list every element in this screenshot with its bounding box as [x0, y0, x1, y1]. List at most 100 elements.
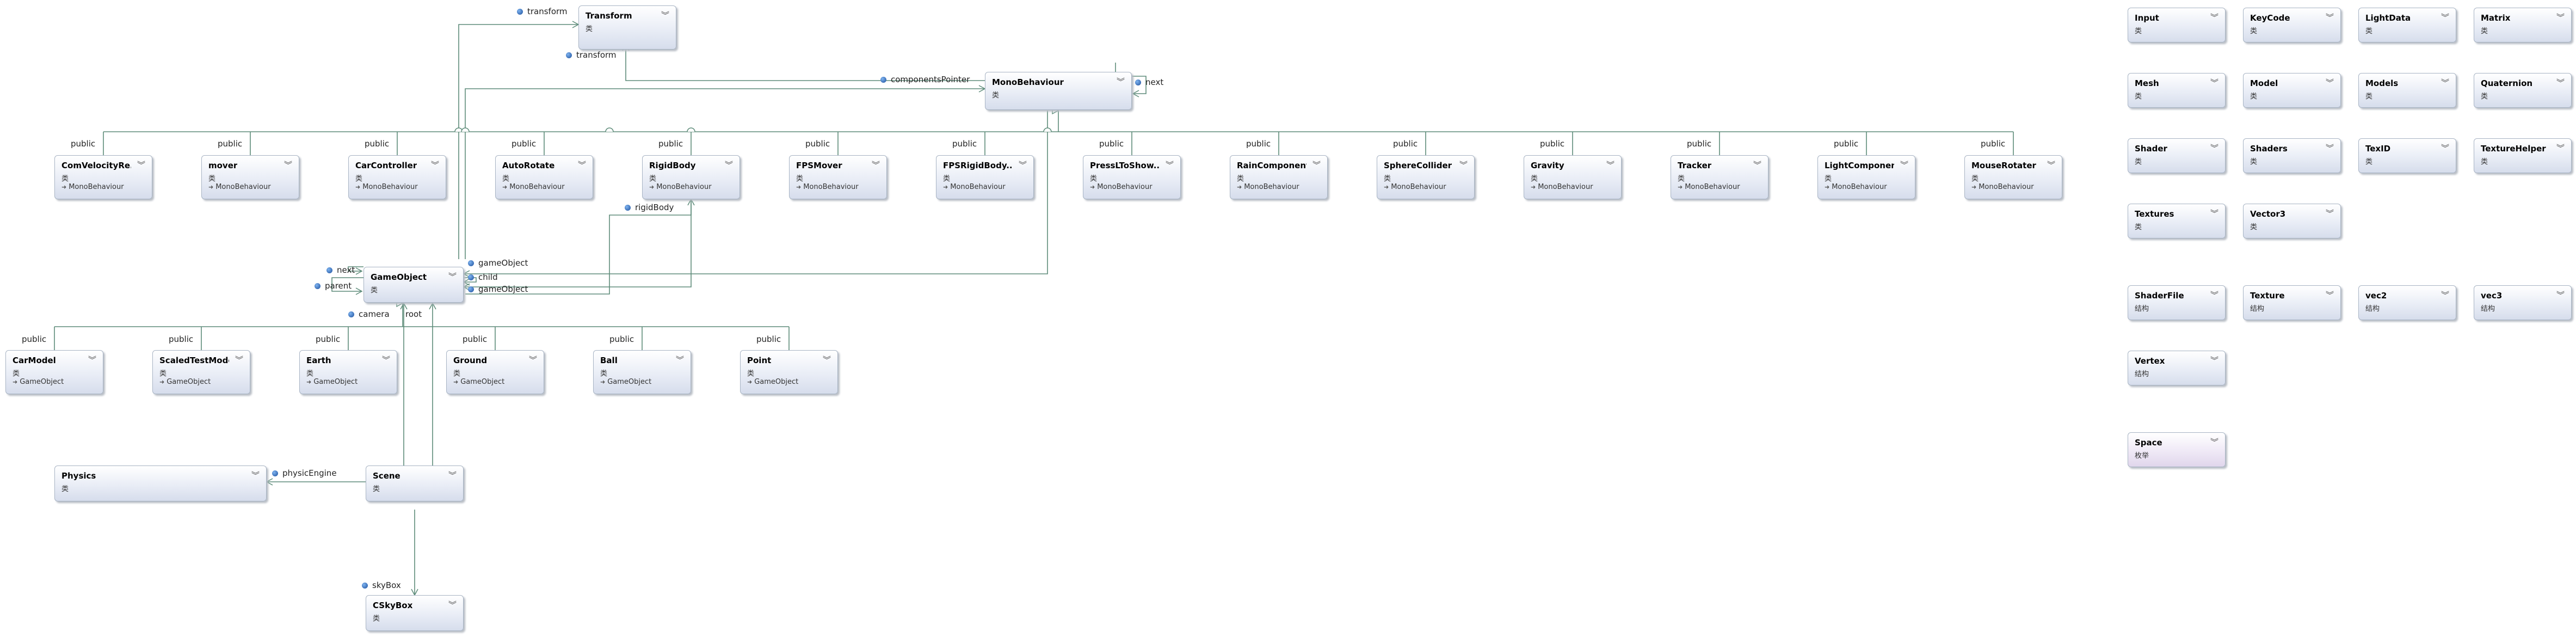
- chevron-double-down-icon[interactable]: ︾: [251, 470, 260, 480]
- label-text: transform: [527, 7, 568, 16]
- chevron-double-down-icon[interactable]: ︾: [2210, 143, 2218, 153]
- chevron-double-down-icon[interactable]: ︾: [2210, 356, 2218, 365]
- chevron-double-down-icon[interactable]: ︾: [448, 600, 457, 610]
- class-box-gameobject[interactable]: GameObject 类 ︾: [363, 267, 464, 303]
- chevron-double-down-icon[interactable]: ︾: [1116, 77, 1125, 87]
- chevron-double-down-icon[interactable]: ︾: [528, 355, 537, 365]
- chevron-double-down-icon[interactable]: ︾: [284, 160, 292, 170]
- chevron-double-down-icon[interactable]: ︾: [448, 470, 457, 480]
- chevron-double-down-icon[interactable]: ︾: [1753, 160, 1761, 170]
- class-box-cskybox[interactable]: CSkyBox 类 ︾: [366, 595, 464, 631]
- chevron-double-down-icon[interactable]: ︾: [137, 160, 145, 170]
- class-name: MouseRotater: [1971, 161, 2036, 170]
- chevron-double-down-icon[interactable]: ︾: [1018, 160, 1027, 170]
- chevron-double-down-icon[interactable]: ︾: [1900, 160, 1908, 170]
- chevron-double-down-icon[interactable]: ︾: [381, 355, 390, 365]
- chevron-double-down-icon[interactable]: ︾: [2325, 290, 2334, 300]
- class-box-physics[interactable]: Physics 类 ︾: [54, 465, 267, 501]
- chevron-double-down-icon[interactable]: ︾: [2325, 209, 2334, 218]
- class-box-fpsrigidbody[interactable]: FPSRigidBody...类➜MonoBehaviour︾: [936, 155, 1034, 199]
- class-name: LightData: [2365, 13, 2411, 23]
- chevron-double-down-icon[interactable]: ︾: [577, 160, 586, 170]
- class-box-monobehaviour[interactable]: MonoBehaviour 类 ︾: [985, 72, 1132, 110]
- chevron-double-down-icon[interactable]: ︾: [2210, 437, 2218, 447]
- chevron-double-down-icon[interactable]: ︾: [2325, 13, 2334, 22]
- chevron-double-down-icon[interactable]: ︾: [2210, 290, 2218, 300]
- chevron-double-down-icon[interactable]: ︾: [2047, 160, 2055, 170]
- chevron-double-down-icon[interactable]: ︾: [2556, 13, 2565, 22]
- chevron-double-down-icon[interactable]: ︾: [2441, 13, 2449, 22]
- chevron-double-down-icon[interactable]: ︾: [2210, 209, 2218, 218]
- label-text: child: [478, 272, 498, 282]
- chevron-double-down-icon[interactable]: ︾: [2556, 290, 2565, 300]
- chevron-double-down-icon[interactable]: ︾: [724, 160, 733, 170]
- chevron-double-down-icon[interactable]: ︾: [2210, 78, 2218, 88]
- class-stereotype: 类: [373, 615, 380, 623]
- chevron-double-down-icon[interactable]: ︾: [2210, 13, 2218, 22]
- class-box-comvelocityreporter[interactable]: ComVelocityRe...类➜MonoBehaviour︾: [54, 155, 152, 199]
- chevron-double-down-icon[interactable]: ︾: [2441, 290, 2449, 300]
- class-stereotype: 类: [649, 175, 657, 183]
- chevron-double-down-icon[interactable]: ︾: [1606, 160, 1614, 170]
- class-box-scene[interactable]: Scene 类 ︾: [366, 465, 464, 501]
- chevron-double-down-icon[interactable]: ︾: [2556, 143, 2565, 153]
- chevron-double-down-icon[interactable]: ︾: [1459, 160, 1468, 170]
- chevron-double-down-icon[interactable]: ︾: [2441, 78, 2449, 88]
- chevron-double-down-icon[interactable]: ︾: [1312, 160, 1321, 170]
- inherit-arrow-icon: ➜: [453, 378, 459, 385]
- chevron-double-down-icon[interactable]: ︾: [430, 160, 439, 170]
- chevron-double-down-icon[interactable]: ︾: [2441, 143, 2449, 153]
- chevron-double-down-icon[interactable]: ︾: [235, 355, 243, 365]
- chevron-double-down-icon[interactable]: ︾: [2325, 78, 2334, 88]
- base-class: ➜MonoBehaviour: [1237, 183, 1299, 191]
- chevron-double-down-icon[interactable]: ︾: [675, 355, 684, 365]
- chevron-double-down-icon[interactable]: ︾: [661, 10, 669, 20]
- chevron-double-down-icon[interactable]: ︾: [2325, 143, 2334, 153]
- chevron-double-down-icon[interactable]: ︾: [88, 355, 96, 365]
- chevron-double-down-icon[interactable]: ︾: [822, 355, 831, 365]
- chevron-double-down-icon[interactable]: ︾: [448, 272, 457, 281]
- chevron-double-down-icon[interactable]: ︾: [871, 160, 880, 170]
- chevron-double-down-icon[interactable]: ︾: [2556, 78, 2565, 88]
- class-box-presslshow[interactable]: PressLToShow...类➜MonoBehaviour︾: [1083, 155, 1181, 199]
- chevron-double-down-icon[interactable]: ︾: [1165, 160, 1174, 170]
- class-box-transform[interactable]: Transform 类 ︾: [578, 5, 676, 50]
